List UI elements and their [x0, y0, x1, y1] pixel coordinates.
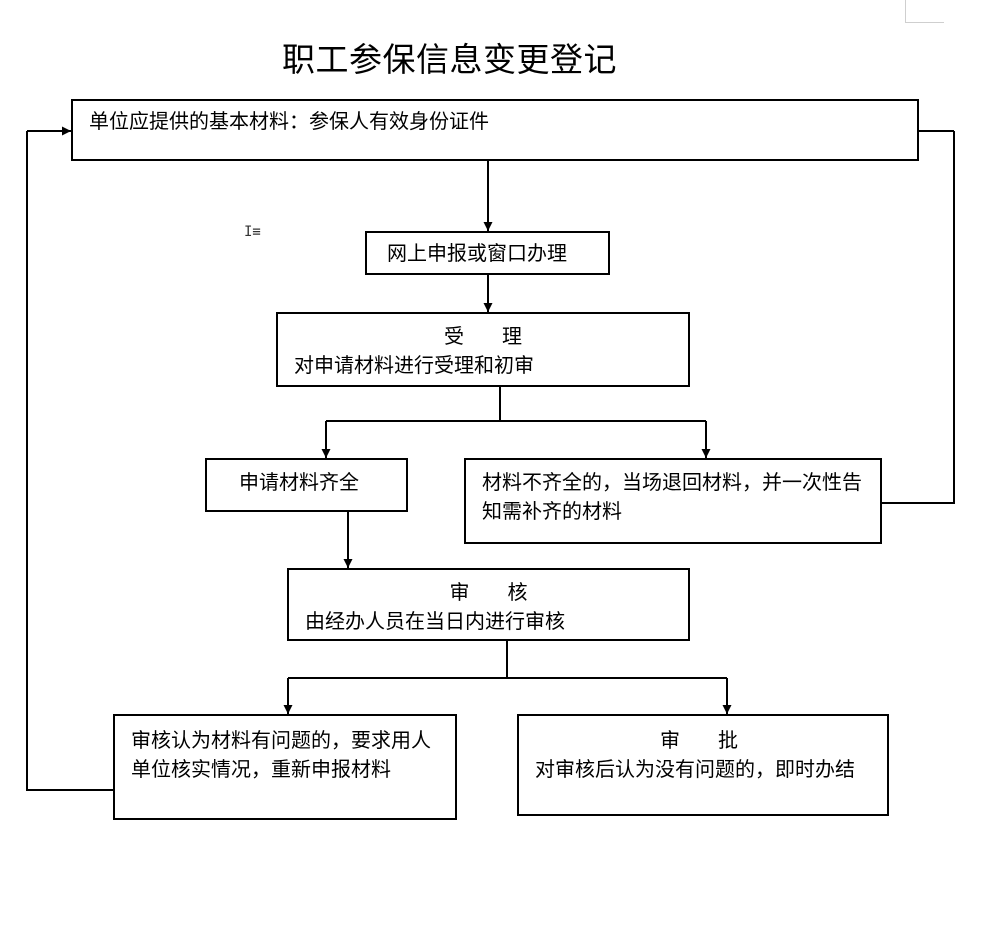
complete-box: 申请材料齐全: [205, 458, 408, 512]
page-corner-mark: [905, 0, 944, 23]
review-body: 由经办人员在当日内进行审核: [305, 609, 565, 633]
approve-heading: 审批: [660, 728, 776, 752]
review-heading: 审核: [449, 580, 566, 604]
materials-box: 单位应提供的基本材料：参保人有效身份证件: [71, 99, 919, 161]
text-cursor-icon: I≡: [244, 224, 261, 240]
problem-box: 审核认为材料有问题的，要求用人单位核实情况，重新申报材料: [113, 714, 457, 820]
apply-box: 网上申报或窗口办理: [365, 231, 610, 275]
complete-text: 申请材料齐全: [239, 470, 359, 494]
apply-text: 网上申报或窗口办理: [387, 241, 567, 265]
accept-box: 受理 对申请材料进行受理和初审: [276, 312, 690, 387]
accept-heading: 受理: [444, 324, 560, 348]
materials-text: 单位应提供的基本材料：参保人有效身份证件: [89, 109, 489, 133]
return-line-incomplete: [882, 131, 955, 504]
problem-text: 审核认为材料有问题的，要求用人单位核实情况，重新申报材料: [131, 728, 431, 781]
incomplete-text: 材料不齐全的，当场退回材料，并一次性告知需补齐的材料: [482, 470, 862, 523]
split-line-review: [288, 641, 508, 679]
return-line-problem: [26, 131, 113, 791]
accept-body: 对申请材料进行受理和初审: [294, 353, 534, 377]
review-box: 审核 由经办人员在当日内进行审核: [287, 568, 690, 641]
incomplete-box: 材料不齐全的，当场退回材料，并一次性告知需补齐的材料: [464, 458, 882, 544]
split-line-accept: [326, 387, 501, 422]
approve-box: 审批 对审核后认为没有问题的，即时办结: [517, 714, 889, 816]
page-title: 职工参保信息变更登记: [282, 40, 617, 79]
approve-body: 对审核后认为没有问题的，即时办结: [535, 757, 855, 781]
